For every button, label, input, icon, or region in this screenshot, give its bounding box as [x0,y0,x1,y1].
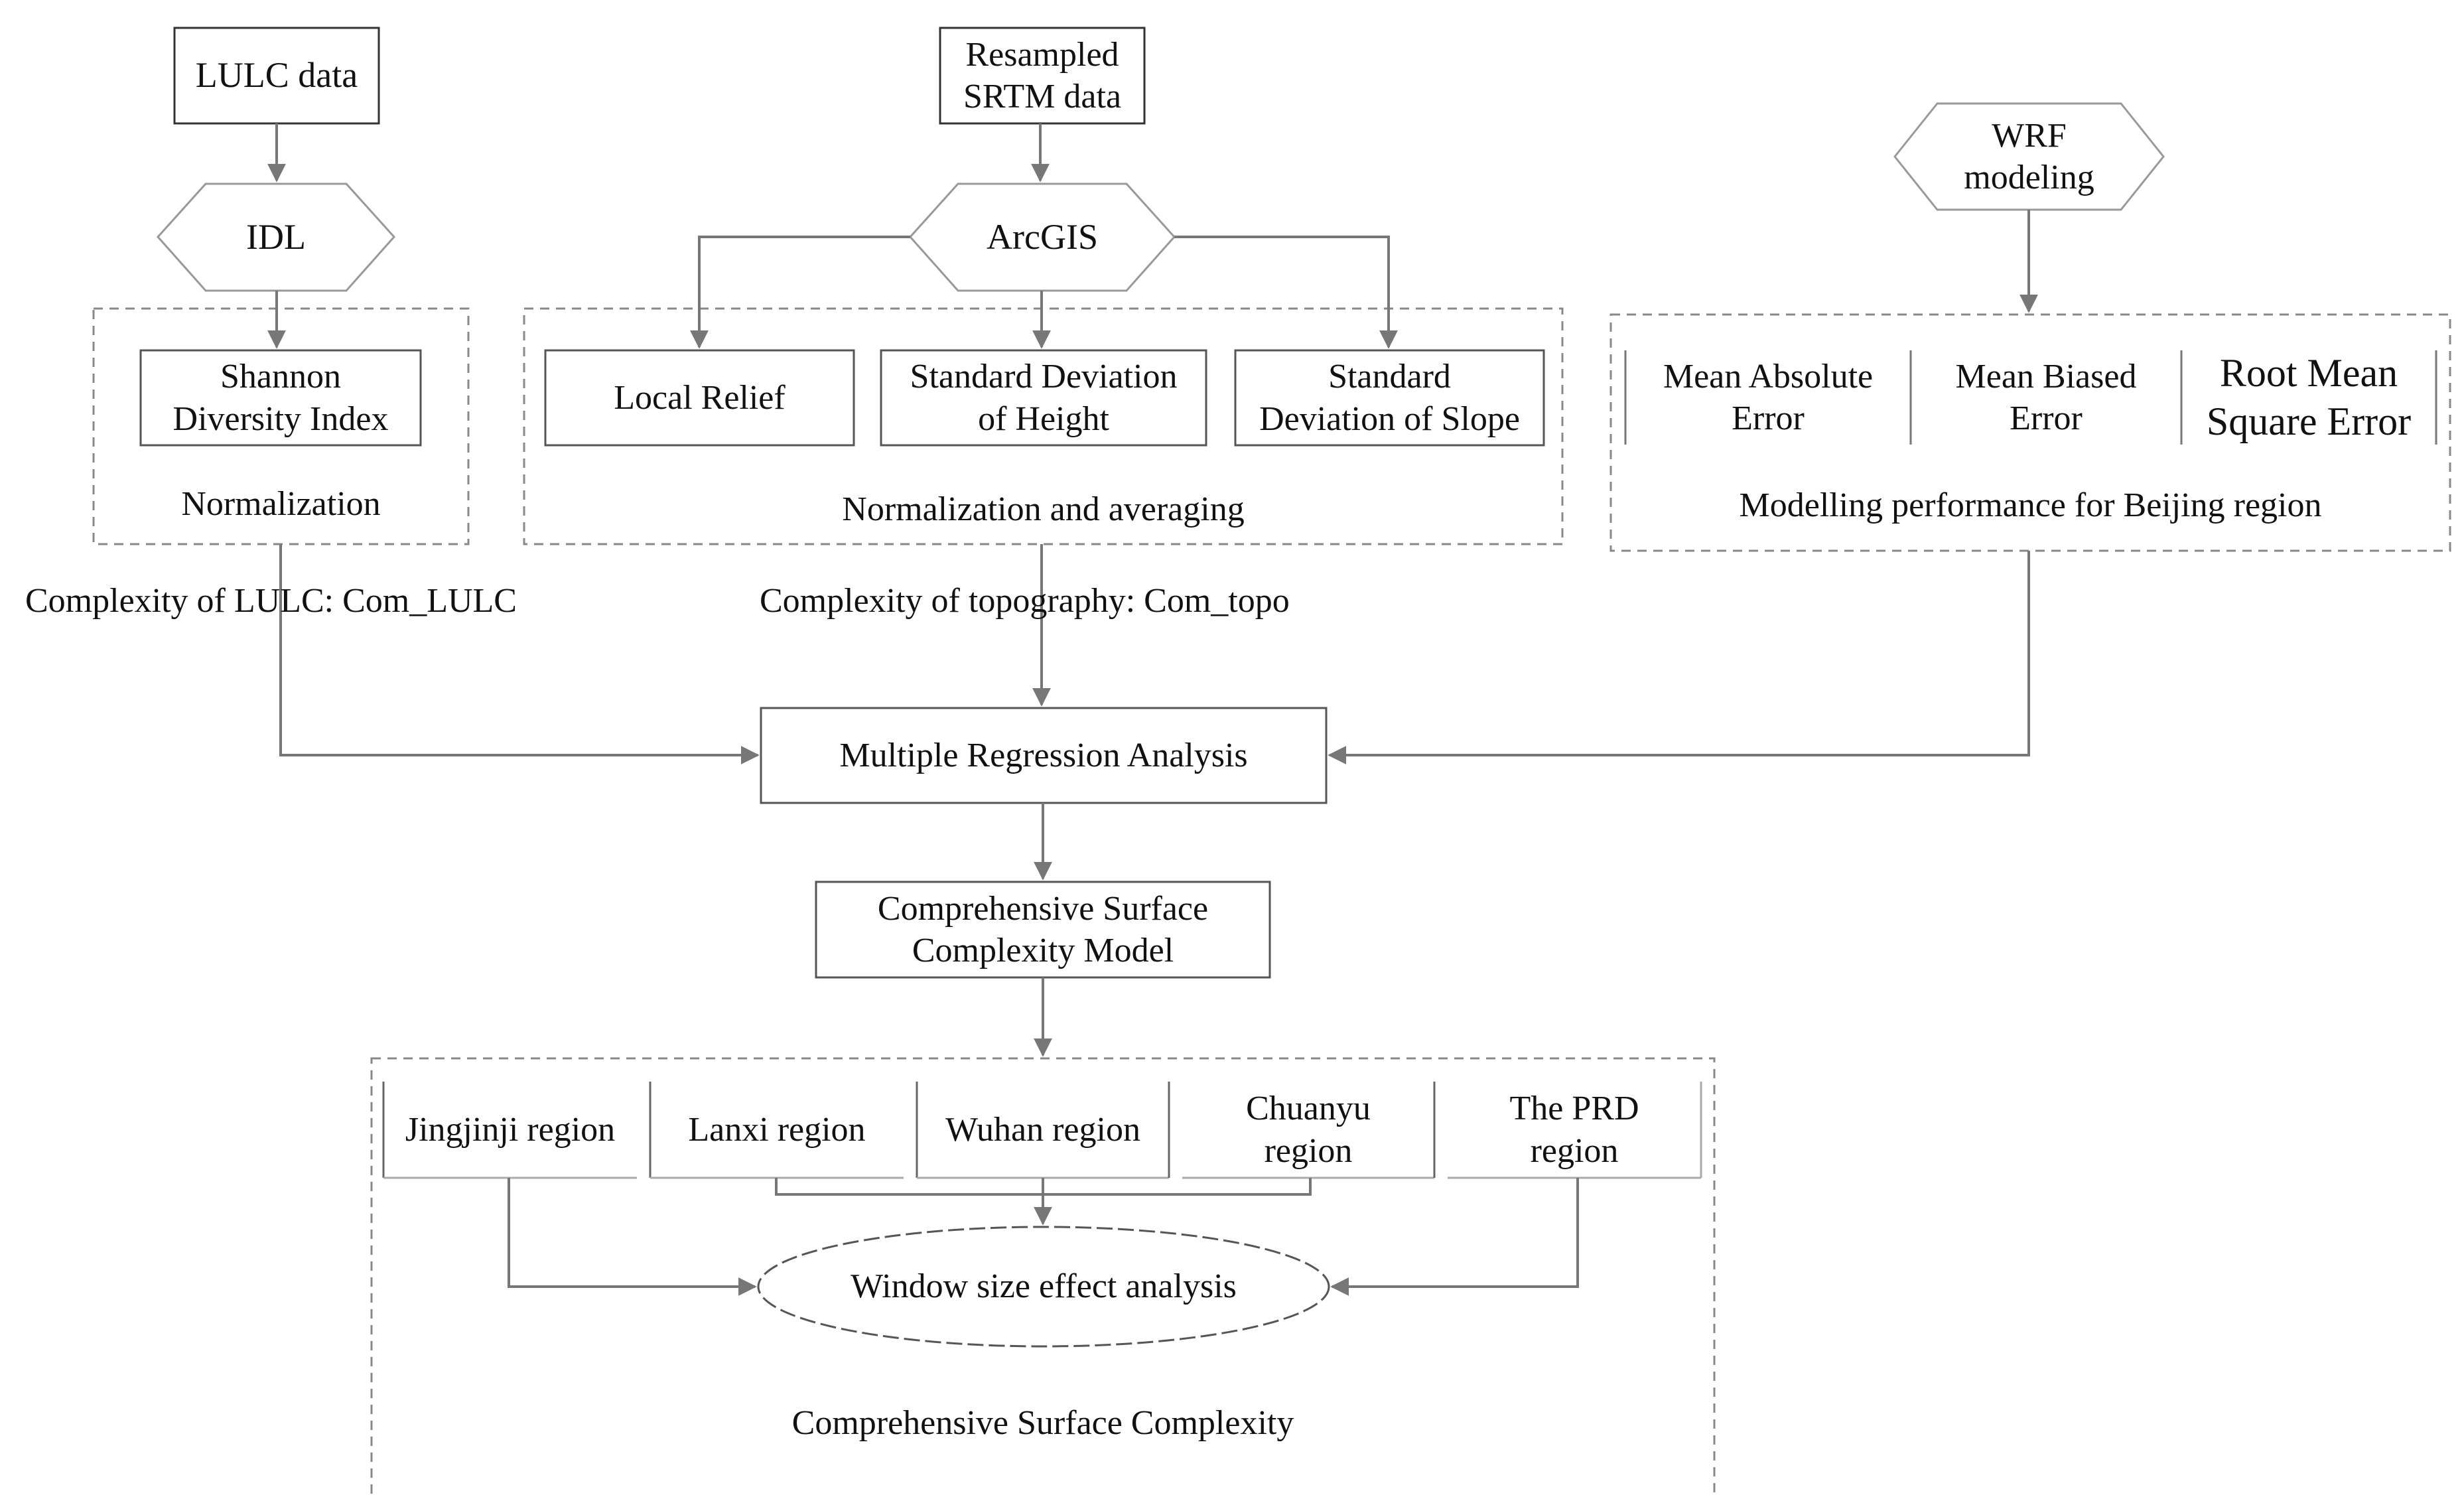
arrow-prd-window [1330,1178,1579,1296]
com-topo-label: Complexity of topography: Com_topo [760,582,1290,620]
shannon-box [139,349,422,447]
cscm-box [815,881,1271,979]
connectors [267,123,2038,1296]
chuanyu-label: Chuanyu region [1246,1090,1371,1170]
mra-label: Multiple Regression Analysis [839,736,1248,774]
arrow-jingjinji-window [508,1178,757,1296]
arrow-arcgis-sd-slope [1174,236,1398,349]
shannon-label: Shannon Diversity Index [172,358,389,438]
wuhan-label: Wuhan region [945,1110,1140,1149]
idl-label: IDL [246,216,306,257]
wrf-modeling-label: WRF modeling [1964,116,2094,196]
modelling-performance-caption: Modelling performance for Beijing region [1739,486,2322,525]
arrow-performance-mra [1328,551,2030,764]
lulc-data-label: LULC data [195,55,358,96]
lulc-data-box [173,27,380,125]
local-relief-label: Local Relief [614,378,786,417]
surface-complexity-caption: Comprehensive Surface Complexity [791,1404,1294,1443]
srtm-data-box [939,27,1146,125]
sd-slope-label: Standard Deviation of Slope [1259,358,1520,438]
sd-slope-box [1234,349,1545,447]
group-surface-complexity [370,1057,1716,1495]
normalization-averaging-caption: Normalization and averaging [842,490,1245,529]
mae-label: Mean Absolute Error [1663,357,1874,437]
local-relief-box [544,349,855,447]
jingjinji-label: Jingjinji region [405,1110,616,1149]
arrow-arcgis-local-relief [690,236,910,349]
sd-height-box [880,349,1207,447]
lanxi-label: Lanxi region [688,1110,866,1149]
com-lulc-label: Complexity of LULC: Com_LULC [25,582,517,620]
arcgis-label: ArcGIS [987,216,1098,257]
rmse-label: Root Mean Square Error [2206,350,2412,443]
idl-hexagon [156,182,396,292]
arrow-lulc-mra [279,544,760,764]
sd-height-label: Standard Deviation of Height [910,358,1178,438]
prd-label: The PRD region [1509,1090,1639,1170]
mra-box [760,707,1328,804]
normalization-caption: Normalization [181,485,381,524]
mbe-label: Mean Biased Error [1955,357,2137,437]
wrf-hexagon [1893,102,2165,211]
group-modelling-performance [1609,313,2451,552]
window-size-ellipse [757,1226,1330,1348]
srtm-data-label: Resampled SRTM data [963,35,1122,115]
window-size-label: Window size effect analysis [851,1267,1237,1306]
cscm-label: Comprehensive Surface Complexity Model [877,889,1209,969]
